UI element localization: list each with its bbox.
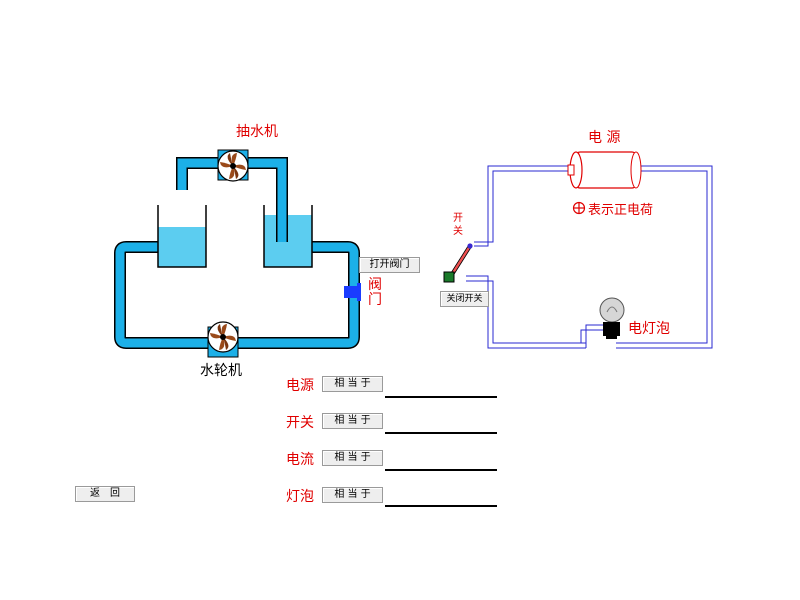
battery-icon — [567, 151, 642, 189]
turbine-fan-icon — [210, 324, 236, 350]
right-tank — [263, 205, 313, 268]
close-switch-button[interactable]: 关闭开关 — [440, 291, 489, 307]
wire-to-bulb — [580, 324, 604, 348]
back-button[interactable]: 返 回 — [75, 486, 135, 502]
pump-label: 抽水机 — [236, 124, 278, 140]
valve-icon[interactable] — [344, 283, 361, 301]
pump-fan-icon — [220, 153, 246, 179]
turbine-label: 水轮机 — [200, 363, 242, 379]
equals-button[interactable]: 相 当 于 — [322, 450, 383, 466]
valve-label: 阀门 — [368, 277, 382, 308]
left-tank-water — [158, 227, 206, 267]
equals-button[interactable]: 相 当 于 — [322, 376, 383, 392]
wire-outer — [466, 165, 713, 349]
open-valve-button[interactable]: 打开阀门 — [359, 257, 420, 273]
wire-inner — [466, 170, 708, 344]
equals-button[interactable]: 相 当 于 — [322, 487, 383, 503]
positive-charge-note: 表示正电荷 — [588, 203, 654, 218]
quiz-term: 灯泡 — [286, 489, 314, 505]
answer-blank[interactable] — [385, 396, 497, 398]
equals-button[interactable]: 相 当 于 — [322, 413, 383, 429]
power-source-label: 电 源 — [588, 130, 621, 146]
answer-blank[interactable] — [385, 432, 497, 434]
positive-charge-icon — [572, 201, 586, 215]
answer-blank[interactable] — [385, 469, 497, 471]
answer-blank[interactable] — [385, 505, 497, 507]
light-bulb-icon — [599, 297, 625, 339]
light-bulb-label: 电灯泡 — [628, 321, 670, 337]
quiz-term: 电源 — [286, 378, 314, 394]
quiz-term: 电流 — [286, 452, 314, 468]
water-system — [114, 149, 361, 358]
switch-icon[interactable] — [443, 243, 473, 283]
left-tank — [157, 205, 207, 268]
switch-label: 开关 — [453, 213, 463, 237]
quiz-term: 开关 — [286, 415, 314, 431]
electric-circuit — [443, 151, 713, 349]
